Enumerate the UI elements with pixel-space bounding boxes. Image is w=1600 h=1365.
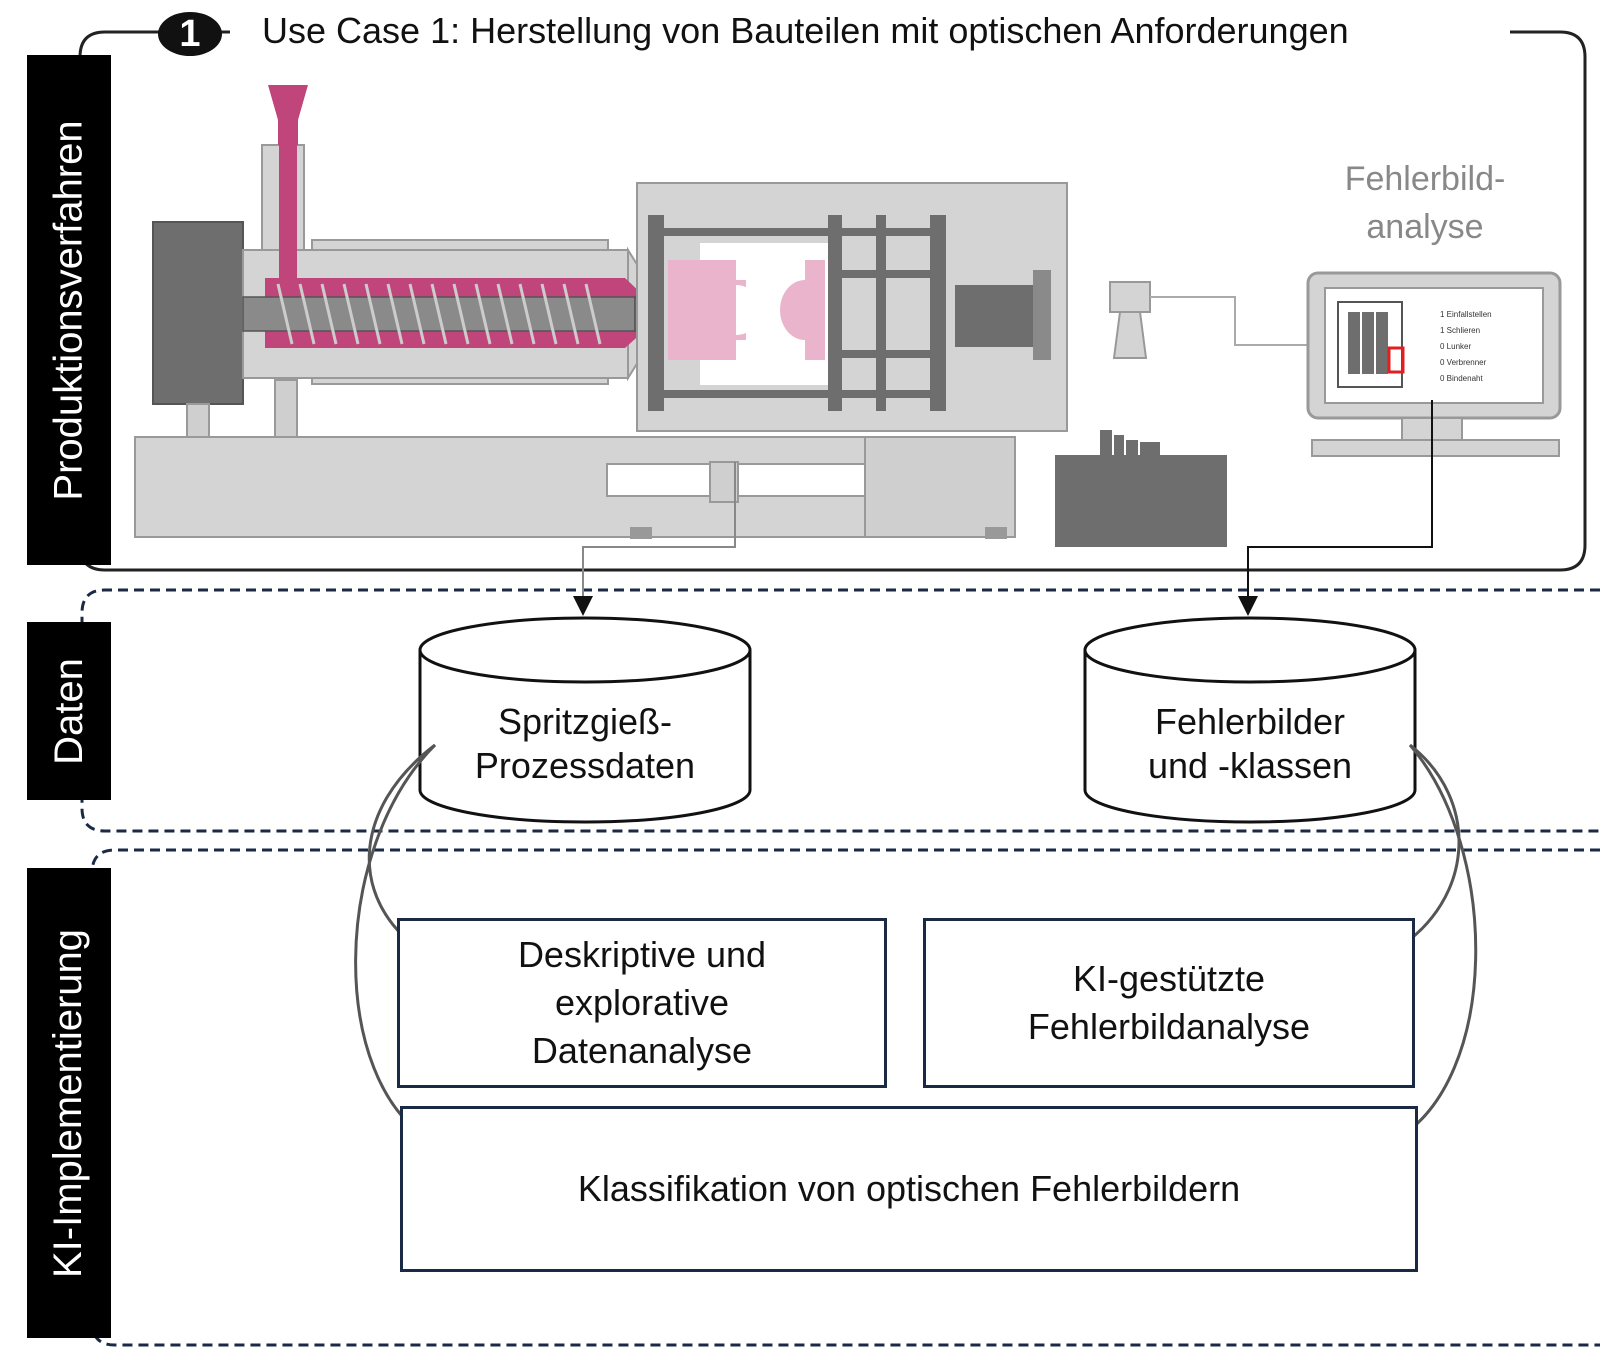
ai-defect-analysis-box: KI-gestützte Fehlerbildanalyse — [923, 918, 1415, 1088]
monitor-icon — [1306, 271, 1562, 457]
monitor-defect-list: 1 Einfallstellen 1 Schlieren 0 Lunker 0 … — [1440, 307, 1550, 387]
side-label-data: Daten — [27, 622, 111, 800]
camera-label: Fehlerbild- analyse — [1344, 160, 1506, 246]
process-data-connector — [573, 462, 736, 616]
side-label-data-text: Daten — [46, 657, 91, 765]
production-section-frame — [78, 30, 1587, 572]
defect-list-item: 1 Einfallstellen — [1440, 310, 1492, 319]
data-section-frame — [80, 588, 1600, 833]
defect-list-item: 0 Bindenaht — [1440, 374, 1483, 383]
side-label-ai: KI-Implementierung — [27, 868, 111, 1338]
defect-list-item: 0 Lunker — [1440, 342, 1472, 351]
side-label-production-text: Produktionsverfahren — [46, 119, 91, 501]
database-defects-label: Fehlerbilder und -klassen — [1147, 701, 1353, 786]
defect-list-item: 1 Schlieren — [1440, 326, 1481, 335]
defect-data-connector — [1238, 400, 1433, 616]
descriptive-analysis-box: Deskriptive und explorative Datenanalyse — [397, 918, 887, 1088]
use-case-title: Use Case 1: Herstellung von Bauteilen mi… — [262, 10, 1349, 51]
defect-list-item: 0 Verbrenner — [1440, 358, 1487, 367]
use-case-number: 1 — [179, 12, 201, 55]
side-label-ai-text: KI-Implementierung — [46, 928, 91, 1278]
injection-molding-machine — [134, 85, 1227, 547]
database-process-label: Spritzgieß- Prozessdaten — [474, 701, 696, 786]
use-case-number-badge: 1 — [158, 12, 222, 56]
database-process-data — [418, 616, 752, 824]
database-defect-images — [1083, 616, 1417, 824]
side-label-production: Produktionsverfahren — [27, 55, 111, 565]
camera-icon — [1109, 281, 1315, 359]
classification-box: Klassifikation von optischen Fehlerbilde… — [400, 1106, 1418, 1272]
